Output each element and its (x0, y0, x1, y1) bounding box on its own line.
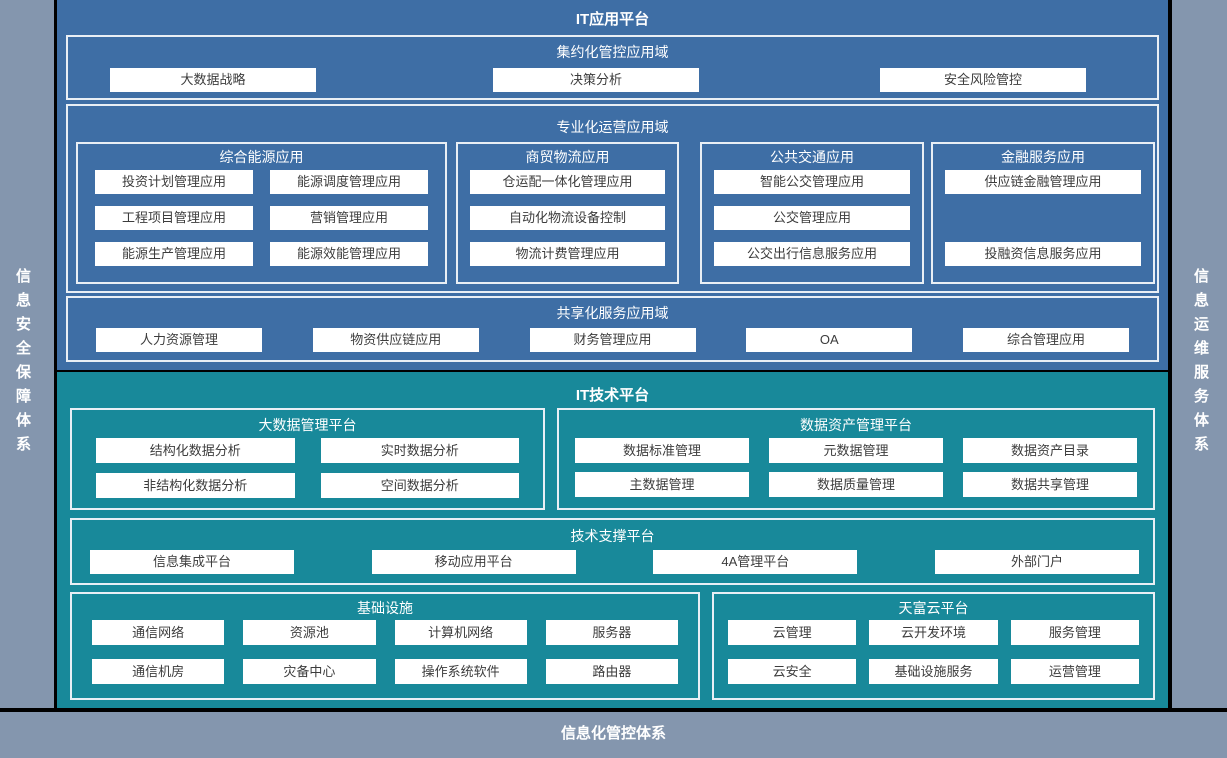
item-box: 通信机房 (92, 659, 225, 684)
panel-title: 数据资产管理平台 (800, 417, 912, 433)
domain-title: 专业化运营应用域 (556, 119, 669, 135)
item-box: 能源生产管理应用 (95, 242, 253, 266)
group-title: 综合能源应用 (219, 149, 304, 165)
item-box: 公交管理应用 (714, 206, 910, 230)
panel-items: 数据标准管理 元数据管理 数据资产目录 主数据管理 数据质量管理 数据共享管理 (559, 438, 1153, 497)
panel-data-asset-management: 数据资产管理平台 数据标准管理 元数据管理 数据资产目录 主数据管理 数据质量管… (557, 408, 1155, 510)
group-items: 投资计划管理应用 能源调度管理应用 工程项目管理应用 营销管理应用 能源生产管理… (78, 170, 445, 266)
item-box: 能源效能管理应用 (270, 242, 428, 266)
group-integrated-energy: 综合能源应用 投资计划管理应用 能源调度管理应用 工程项目管理应用 营销管理应用… (76, 142, 447, 284)
professional-operation-domain: 专业化运营应用域 综合能源应用 投资计划管理应用 能源调度管理应用 工程项目管理… (66, 104, 1159, 293)
item-box: 移动应用平台 (371, 550, 576, 574)
item-box: 数据质量管理 (769, 472, 943, 497)
item-box: 非结构化数据分析 (96, 473, 295, 498)
panel-items: 信息集成平台 移动应用平台 4A管理平台 外部门户 (72, 550, 1153, 574)
item-box: 人力资源管理 (96, 328, 262, 352)
centralized-control-domain: 集约化管控应用域 大数据战略 决策分析 安全风险管控 (66, 35, 1159, 100)
item-box: 信息集成平台 (90, 550, 294, 574)
item-box: 实时数据分析 (320, 438, 519, 463)
panel-title: 技术支撑平台 (570, 528, 655, 544)
item-box: 数据共享管理 (963, 472, 1137, 497)
tech-platform-title: IT技术平台 (575, 387, 650, 404)
item-box: 投资计划管理应用 (95, 170, 253, 194)
domain-title: 共享化服务应用域 (556, 305, 669, 321)
item-box: 空间数据分析 (320, 473, 519, 498)
tech-row-infrastructure: 基础设施 通信网络 资源池 计算机网络 服务器 通信机房 灾备中心 操作系统软件… (70, 592, 1155, 700)
main-frame: IT应用平台 集约化管控应用域 大数据战略 决策分析 安全风险管控 专业化运营应… (54, 0, 1172, 712)
item-box: 云管理 (728, 620, 857, 645)
panel-title: 基础设施 (357, 600, 413, 616)
item-box: 仓运配一体化管理应用 (470, 170, 665, 194)
panel-bigdata-management: 大数据管理平台 结构化数据分析 实时数据分析 非结构化数据分析 空间数据分析 (70, 408, 545, 510)
item-box: 通信网络 (92, 620, 225, 645)
item-box: 结构化数据分析 (96, 438, 295, 463)
empty-slot (945, 206, 1141, 230)
panel-infrastructure: 基础设施 通信网络 资源池 计算机网络 服务器 通信机房 灾备中心 操作系统软件… (70, 592, 700, 700)
group-title: 公共交通应用 (770, 149, 854, 165)
panel-title: 大数据管理平台 (258, 417, 357, 433)
item-box: 安全风险管控 (880, 68, 1086, 92)
it-application-platform-section: IT应用平台 集约化管控应用域 大数据战略 决策分析 安全风险管控 专业化运营应… (57, 0, 1168, 370)
item-box: 资源池 (243, 620, 376, 645)
item-box: 公交出行信息服务应用 (714, 242, 910, 266)
item-box: 4A管理平台 (653, 550, 858, 574)
item-box: 智能公交管理应用 (714, 170, 910, 194)
group-financial-services: 金融服务应用 供应链金融管理应用 投融资信息服务应用 (931, 142, 1155, 284)
item-box: 能源调度管理应用 (270, 170, 428, 194)
shared-service-domain: 共享化服务应用域 人力资源管理 物资供应链应用 财务管理应用 OA 综合管理应用 (66, 296, 1159, 362)
panel-items: 通信网络 资源池 计算机网络 服务器 通信机房 灾备中心 操作系统软件 路由器 (72, 620, 698, 684)
panel-tech-support: 技术支撑平台 信息集成平台 移动应用平台 4A管理平台 外部门户 (70, 518, 1155, 585)
group-items: 智能公交管理应用 公交管理应用 公交出行信息服务应用 (702, 170, 922, 266)
item-box: 数据标准管理 (575, 438, 749, 463)
group-trade-logistics: 商贸物流应用 仓运配一体化管理应用 自动化物流设备控制 物流计费管理应用 (456, 142, 679, 284)
item-box: 路由器 (545, 659, 678, 684)
panel-items: 结构化数据分析 实时数据分析 非结构化数据分析 空间数据分析 (72, 438, 543, 498)
bottom-pillar-bar: 信息化管控体系 (0, 708, 1227, 758)
item-box: 财务管理应用 (529, 328, 696, 352)
item-box: 外部门户 (934, 550, 1139, 574)
item-box: 计算机网络 (394, 620, 527, 645)
item-box: 基础设施服务 (869, 659, 998, 684)
group-title: 金融服务应用 (1001, 149, 1085, 165)
item-box: 综合管理应用 (963, 328, 1129, 352)
group-title: 商贸物流应用 (525, 149, 610, 165)
item-box: 营销管理应用 (270, 206, 428, 230)
item-box: 数据资产目录 (963, 438, 1137, 463)
item-box: 操作系统软件 (394, 659, 527, 684)
group-items: 仓运配一体化管理应用 自动化物流设备控制 物流计费管理应用 (458, 170, 677, 266)
group-public-transport: 公共交通应用 智能公交管理应用 公交管理应用 公交出行信息服务应用 (700, 142, 924, 284)
item-box: 灾备中心 (243, 659, 376, 684)
item-box: 运营管理 (1010, 659, 1139, 684)
item-box: 元数据管理 (769, 438, 943, 463)
item-box: 服务管理 (1010, 620, 1139, 645)
item-box: 工程项目管理应用 (95, 206, 253, 230)
item-box: 云开发环境 (869, 620, 998, 645)
domain-title: 集约化管控应用域 (556, 44, 669, 60)
shared-items-row: 人力资源管理 物资供应链应用 财务管理应用 OA 综合管理应用 (68, 328, 1157, 352)
panel-tianfu-cloud: 天富云平台 云管理 云开发环境 服务管理 云安全 基础设施服务 运营管理 (712, 592, 1155, 700)
item-box: 物流计费管理应用 (470, 242, 665, 266)
item-box: 投融资信息服务应用 (945, 242, 1141, 266)
item-box: OA (746, 328, 913, 352)
item-box: 自动化物流设备控制 (470, 206, 665, 230)
left-pillar-label: 信息安全保障体系 (14, 268, 31, 460)
item-box: 主数据管理 (575, 472, 749, 497)
tech-row-data: 大数据管理平台 结构化数据分析 实时数据分析 非结构化数据分析 空间数据分析 数… (70, 408, 1155, 510)
panel-title: 天富云平台 (898, 600, 969, 616)
item-box: 物资供应链应用 (312, 328, 479, 352)
bottom-pillar-label: 信息化管控体系 (560, 725, 666, 742)
item-box: 云安全 (728, 659, 857, 684)
item-box: 大数据战略 (110, 68, 316, 92)
group-items: 供应链金融管理应用 投融资信息服务应用 (933, 170, 1153, 266)
it-technology-platform-section: IT技术平台 大数据管理平台 结构化数据分析 实时数据分析 非结构化数据分析 空… (57, 372, 1168, 708)
item-box: 决策分析 (493, 68, 699, 92)
panel-items: 云管理 云开发环境 服务管理 云安全 基础设施服务 运营管理 (714, 620, 1153, 684)
app-platform-title: IT应用平台 (575, 11, 650, 28)
item-box: 服务器 (545, 620, 678, 645)
right-pillar-label: 信息运维服务体系 (1192, 268, 1209, 460)
application-groups-row: 综合能源应用 投资计划管理应用 能源调度管理应用 工程项目管理应用 营销管理应用… (68, 142, 1157, 284)
item-box: 供应链金融管理应用 (945, 170, 1141, 194)
